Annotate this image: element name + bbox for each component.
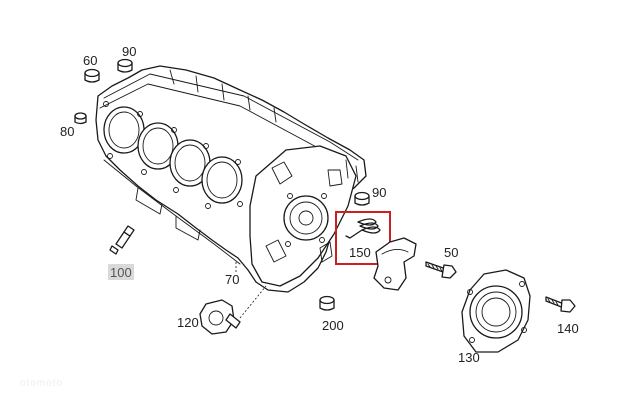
part-60-plug (84, 68, 100, 83)
part-120-pump-drive (199, 285, 267, 335)
label-90-top: 90 (122, 44, 136, 59)
part-150-spring (345, 218, 381, 239)
part-130-seal-housing (461, 269, 531, 353)
label-60: 60 (83, 53, 97, 68)
part-90-plug-top (117, 58, 133, 73)
part-100-sensor (109, 225, 135, 255)
label-70: 70 (225, 272, 239, 287)
part-140-bolt (545, 296, 576, 313)
label-150: 150 (349, 245, 371, 260)
watermark: otomoto (20, 378, 63, 389)
part-200-plug (319, 295, 335, 311)
bearing-cap (373, 237, 417, 291)
part-90-plug-right (354, 191, 370, 206)
engine-block (95, 65, 367, 293)
label-90-right: 90 (372, 185, 386, 200)
part-50-bolt (425, 261, 457, 279)
label-120: 120 (177, 315, 199, 330)
label-140: 140 (557, 321, 579, 336)
highlight-box (335, 211, 391, 265)
part-80-plug (74, 112, 87, 125)
label-80: 80 (60, 124, 74, 139)
label-50: 50 (444, 245, 458, 260)
label-100-box (108, 264, 134, 280)
label-200: 200 (322, 318, 344, 333)
label-130: 130 (458, 350, 480, 365)
label-100: 100 (110, 265, 132, 280)
